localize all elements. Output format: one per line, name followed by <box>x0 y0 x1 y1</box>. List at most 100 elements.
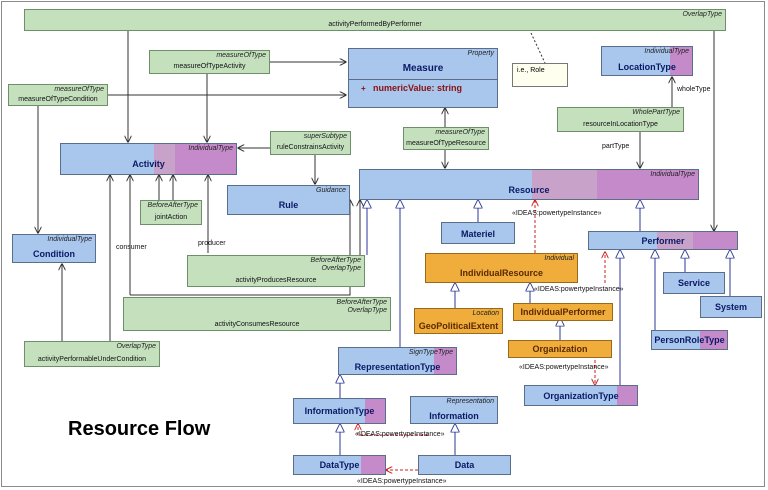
information-type-box[interactable]: InformationType <box>293 398 386 424</box>
person-role-type-tag <box>700 331 727 349</box>
person-role-type-name: PersonRoleType <box>654 335 725 345</box>
joint-action-name: jointAction <box>154 214 188 221</box>
activity-consumes-resource-box[interactable]: BeforeAfterType OverlapType activityCons… <box>123 297 391 331</box>
rule-constrains-activity-box[interactable]: superSubtype ruleConstrainsActivity <box>270 131 351 155</box>
representation-type-tag <box>434 348 456 374</box>
activity-produces-resource-box[interactable]: BeforeAfterType OverlapType activityProd… <box>187 255 365 287</box>
location-type-stereotype: IndividualType <box>644 48 689 55</box>
whole-type-label: wholeType <box>677 86 711 93</box>
resource-tag-2 <box>597 170 698 199</box>
activity-name: Activity <box>132 159 165 169</box>
measure-of-type-activity-stereotype: measureOfType <box>216 52 266 59</box>
measure-separator <box>349 79 497 80</box>
rule-constrains-activity-stereotype: superSubtype <box>303 133 347 140</box>
organization-name: Organization <box>532 344 588 354</box>
resource-in-location-type-stereotype: WholePartType <box>632 109 680 116</box>
activity-performable-under-condition-stereotype: OverlapType <box>116 343 156 350</box>
person-role-type-box[interactable]: PersonRoleType <box>651 330 728 350</box>
information-type-tag <box>365 399 385 423</box>
activity-consumes-resource-name: activityConsumesResource <box>214 321 300 328</box>
part-type-label: partType <box>602 143 630 150</box>
condition-name: Condition <box>33 249 75 259</box>
activity-stereotype: IndividualType <box>188 145 233 152</box>
resource-class-box[interactable]: IndividualType Resource <box>359 169 699 200</box>
activity-performable-under-condition-box[interactable]: OverlapType activityPerformableUnderCond… <box>24 341 160 367</box>
geopolitical-extent-box[interactable]: Location GeoPoliticalExtent <box>414 308 503 334</box>
performer-tag-1 <box>657 232 693 249</box>
measure-of-type-activity-name: measureOfTypeActivity <box>173 63 246 70</box>
measure-of-type-condition-stereotype: measureOfType <box>54 86 104 93</box>
activity-performed-by-performer-box[interactable]: OverlapType activityPerformedByPerformer <box>24 9 726 31</box>
location-type-tag <box>670 47 692 75</box>
system-class-box[interactable]: System <box>700 296 762 318</box>
consumer-label: consumer <box>116 244 147 251</box>
rule-constrains-activity-name: ruleConstrainsActivity <box>276 144 345 151</box>
geopolitical-extent-name: GeoPoliticalExtent <box>418 321 499 331</box>
materiel-name: Materiel <box>460 229 495 239</box>
activity-produces-resource-stereotype-2: OverlapType <box>321 265 361 272</box>
organization-box[interactable]: Organization <box>508 340 612 358</box>
activity-class-box[interactable]: IndividualType Activity <box>60 143 237 175</box>
measure-class-box[interactable]: Property Measure + numericValue: string <box>348 48 498 108</box>
data-type-box[interactable]: DataType <box>293 455 386 475</box>
individual-resource-box[interactable]: Individual IndividualResource <box>425 253 578 283</box>
organization-type-box[interactable]: OrganizationType <box>524 385 638 406</box>
activity-produces-resource-name: activityProducesResource <box>235 277 317 284</box>
individual-resource-name: IndividualResource <box>459 268 544 278</box>
rule-name: Rule <box>278 200 299 210</box>
measure-name: Measure <box>402 63 444 74</box>
data-class-box[interactable]: Data <box>418 455 511 475</box>
measure-attribute-visibility: + <box>361 84 366 93</box>
performer-name: Performer <box>641 236 685 246</box>
ideas-label-resource: «IDEAS:powertypeInstance» <box>512 210 602 217</box>
measure-stereotype: Property <box>467 50 494 57</box>
data-name: Data <box>454 460 475 470</box>
representation-type-name: RepresentationType <box>354 362 441 372</box>
ideas-label-organization: «IDEAS:powertypeInstance» <box>519 364 609 371</box>
performer-class-box[interactable]: Performer <box>588 231 738 250</box>
performer-tag-2 <box>693 232 737 249</box>
activity-produces-resource-stereotype: BeforeAfterType <box>310 257 361 264</box>
service-class-box[interactable]: Service <box>663 272 725 294</box>
ideas-label-data: «IDEAS:powertypeInstance» <box>357 478 447 485</box>
geopolitical-extent-stereotype: Location <box>472 310 499 317</box>
resource-in-location-type-box[interactable]: WholePartType resourceInLocationType <box>557 107 684 132</box>
location-type-box[interactable]: IndividualType LocationType <box>601 46 693 76</box>
materiel-class-box[interactable]: Materiel <box>441 222 515 244</box>
producer-label: producer <box>198 240 226 247</box>
rule-stereotype: Guidance <box>316 187 346 194</box>
individual-performer-box[interactable]: IndividualPerformer <box>513 303 613 321</box>
role-note: i.e., Role <box>512 63 568 87</box>
resource-in-location-type-name: resourceInLocationType <box>583 121 658 128</box>
individual-performer-name: IndividualPerformer <box>520 307 606 317</box>
service-name: Service <box>677 278 711 288</box>
activity-performed-by-performer-name: activityPerformedByPerformer <box>328 21 422 28</box>
measure-of-type-activity-box[interactable]: measureOfType measureOfTypeActivity <box>149 50 270 74</box>
organization-type-tag <box>617 386 637 405</box>
rule-class-box[interactable]: Guidance Rule <box>227 185 350 215</box>
activity-tag-1 <box>154 144 175 174</box>
resource-stereotype: IndividualType <box>650 171 695 178</box>
location-type-name: LocationType <box>618 62 676 72</box>
condition-class-box[interactable]: IndividualType Condition <box>12 234 96 263</box>
activity-performable-under-condition-name: activityPerformableUnderCondition <box>37 356 147 363</box>
ideas-label-information: «IDEAS:powertypeInstance» <box>355 431 445 438</box>
diagram-title: Resource Flow <box>68 418 211 440</box>
condition-stereotype: IndividualType <box>47 236 92 243</box>
information-class-box[interactable]: Representation Information <box>410 396 498 424</box>
data-type-name: DataType <box>319 460 360 470</box>
joint-action-box[interactable]: BeforeAfterType jointAction <box>140 200 202 225</box>
measure-attribute: numericValue: string <box>373 83 463 93</box>
information-stereotype: Representation <box>446 398 494 405</box>
joint-action-stereotype: BeforeAfterType <box>147 202 198 209</box>
representation-type-box[interactable]: SignTypeType RepresentationType <box>338 347 457 375</box>
information-type-name: InformationType <box>304 406 375 416</box>
activity-tag-2 <box>175 144 236 174</box>
representation-type-stereotype: SignTypeType <box>408 349 453 356</box>
measure-of-type-condition-box[interactable]: measureOfType measureOfTypeCondition <box>8 84 108 106</box>
measure-of-type-resource-box[interactable]: measureOfType measureOfTypeResource <box>403 127 489 150</box>
measure-of-type-resource-name: measureOfTypeResource <box>406 140 486 147</box>
resource-tag-1 <box>532 170 597 199</box>
